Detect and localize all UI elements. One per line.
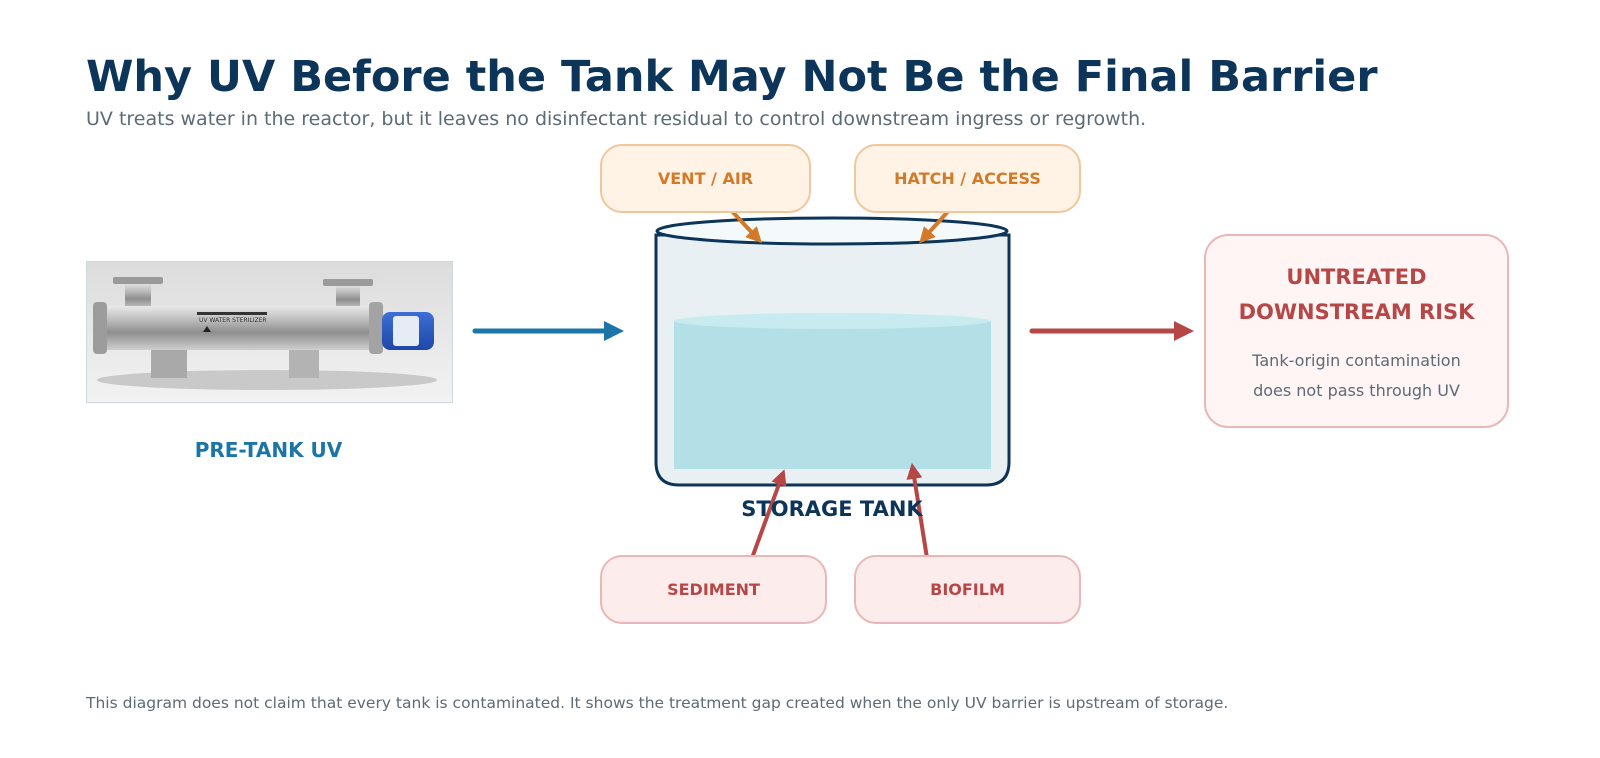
footnote: This diagram does not claim that every t…	[86, 694, 1229, 712]
ingress-label-sediment: SEDIMENT	[667, 580, 760, 599]
risk-body-line1: Tank-origin contamination	[1252, 351, 1461, 370]
uv-plate-text: UV WATER STERILIZER	[199, 317, 267, 324]
risk-title-line1: UNTREATED	[1286, 265, 1427, 289]
ingress-box-sediment: SEDIMENT	[600, 555, 827, 624]
uv-sterilizer-image: UV WATER STERILIZER	[86, 261, 453, 403]
ingress-label-hatch-access: HATCH / ACCESS	[894, 169, 1041, 188]
ingress-box-hatch-access: HATCH / ACCESS	[854, 144, 1081, 213]
downstream-risk-box: UNTREATED DOWNSTREAM RISK Tank-origin co…	[1204, 234, 1509, 428]
page-title: Why UV Before the Tank May Not Be the Fi…	[86, 52, 1378, 102]
storage-tank	[654, 216, 1011, 487]
uv-label: PRE-TANK UV	[194, 438, 343, 462]
ingress-box-vent-air: VENT / AIR	[600, 144, 811, 213]
tank-water	[674, 321, 991, 469]
risk-body: Tank-origin contamination does not pass …	[1206, 346, 1507, 406]
ingress-label-vent-air: VENT / AIR	[657, 169, 754, 188]
risk-title-line2: DOWNSTREAM RISK	[1238, 300, 1475, 324]
ingress-label-biofilm: BIOFILM	[930, 580, 1005, 599]
ingress-box-biofilm: BIOFILM	[854, 555, 1081, 624]
tank-label: STORAGE TANK	[741, 497, 923, 521]
ingress-arrow-biofilm	[906, 462, 929, 560]
ingress-arrow-sediment	[750, 469, 787, 560]
risk-body-line2: does not pass through UV	[1253, 381, 1460, 400]
tank-lid	[655, 216, 1009, 246]
risk-title: UNTREATED DOWNSTREAM RISK	[1206, 260, 1507, 330]
water-surface	[674, 313, 990, 329]
page-subtitle: UV treats water in the reactor, but it l…	[86, 108, 1147, 130]
